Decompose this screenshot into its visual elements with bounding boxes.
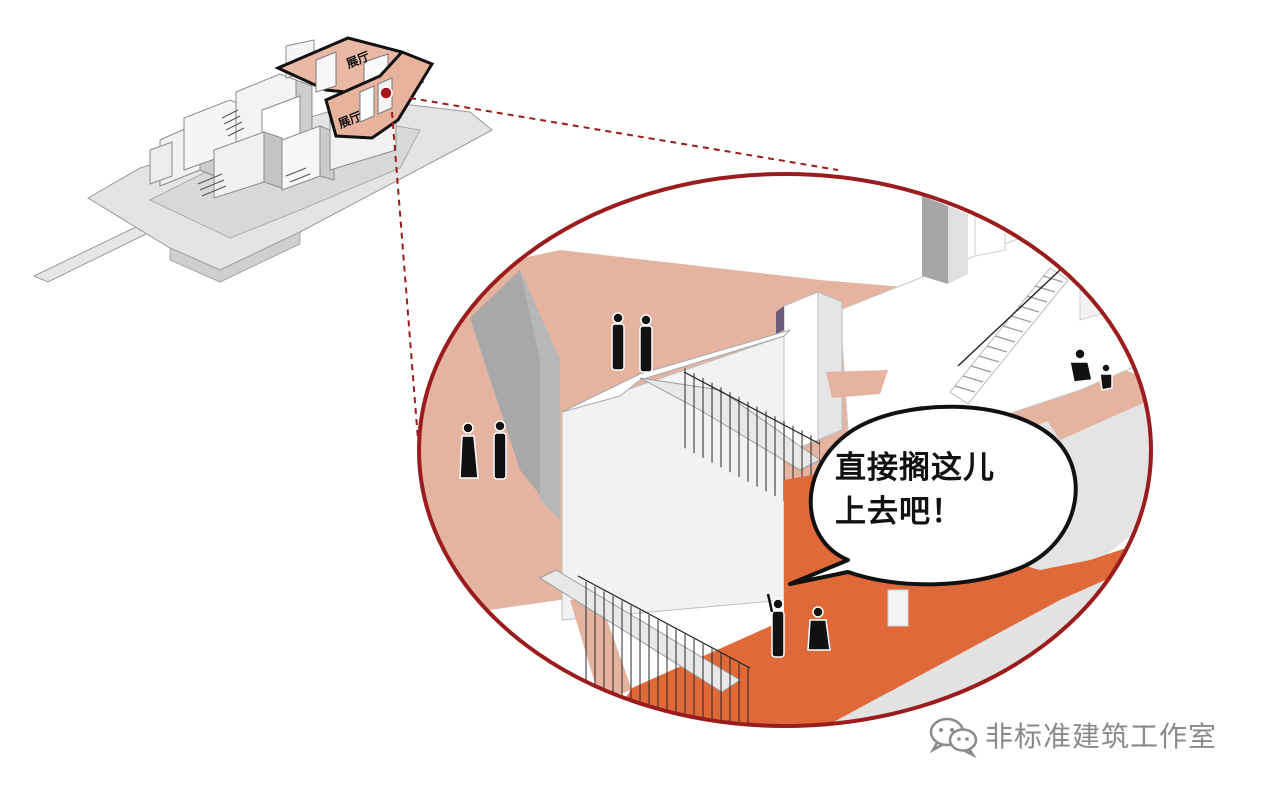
speech-bubble-line-1: 直接搁这儿 bbox=[835, 446, 1045, 490]
overview-model: 展厅 展厅 bbox=[34, 38, 492, 282]
wechat-icon bbox=[925, 712, 983, 758]
watermark: 非标准建筑工作室 bbox=[925, 712, 1217, 758]
speech-bubble-text: 直接搁这儿 上去吧！ bbox=[835, 446, 1045, 534]
watermark-text: 非标准建筑工作室 bbox=[985, 715, 1217, 755]
speech-bubble-line-2: 上去吧！ bbox=[835, 490, 1045, 534]
location-marker-icon bbox=[380, 87, 392, 99]
